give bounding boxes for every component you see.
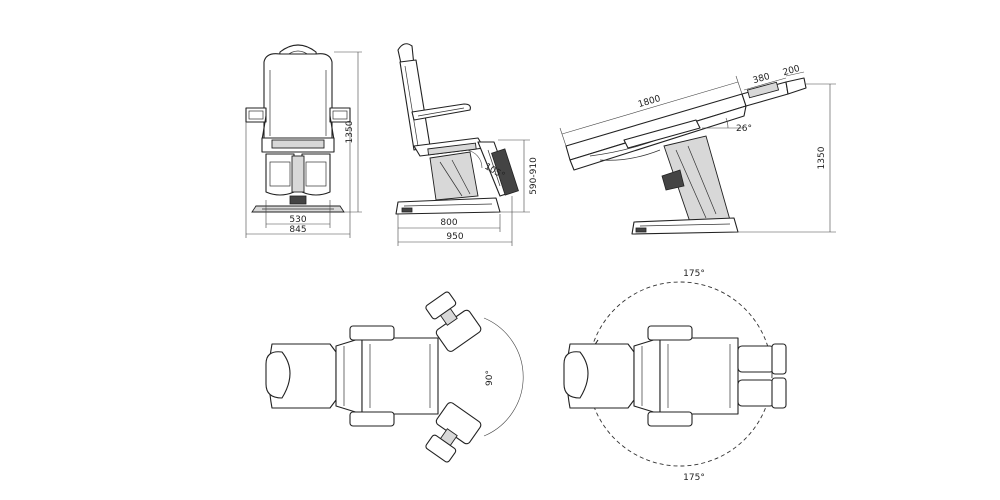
- flat-view: 26° 1800 380 200 1350: [559, 64, 836, 235]
- top-right-dim-rotation-top: 175°: [683, 269, 705, 279]
- front-dim-inner-width: 530: [289, 215, 306, 225]
- front-armrest-right: [329, 107, 351, 123]
- top-left-footrest-upper: [425, 291, 457, 320]
- front-dim-outer-width: 845: [289, 225, 306, 235]
- top-right-footrest-lower: [771, 377, 787, 409]
- top-left-seat: [361, 337, 439, 415]
- flat-dim-length: 1800: [637, 94, 662, 110]
- flat-dim-foot-section: 380: [752, 72, 772, 86]
- flat-dim-tilt-angle: 26°: [736, 124, 752, 134]
- side-backrest: [399, 59, 431, 151]
- top-view-right: 175° 175°: [563, 269, 787, 483]
- top-right-footrest-upper: [771, 343, 787, 375]
- top-left-armrest-top: [349, 325, 395, 341]
- side-dim-total-length: 950: [446, 232, 463, 242]
- top-right-legrest-lower: [737, 379, 775, 407]
- front-view: 1350 530 845: [245, 44, 362, 238]
- top-left-armrest-bottom: [349, 411, 395, 427]
- top-left-dim-leg-rotation: 90°: [485, 370, 495, 386]
- flat-dim-foot-extension: 200: [782, 64, 802, 78]
- front-armrest-left: [245, 107, 267, 123]
- flat-foot-extension: [785, 77, 807, 95]
- top-right-armrest-top: [647, 325, 693, 341]
- top-left-backrest: [335, 337, 363, 415]
- side-column: [429, 151, 479, 201]
- top-view-left: 90°: [265, 291, 524, 463]
- side-dim-base-length: 800: [440, 218, 457, 228]
- top-right-legrest-upper: [737, 345, 775, 373]
- top-right-backrest: [633, 337, 661, 415]
- side-view: 105° 590-910 800 950: [395, 43, 539, 246]
- top-right-armrest-bottom: [647, 411, 693, 427]
- top-right-dim-rotation-bottom: 175°: [683, 473, 705, 483]
- front-backrest: [263, 53, 333, 141]
- flat-dim-height: 1350: [817, 146, 827, 169]
- top-left-footrest-lower: [425, 434, 457, 463]
- top-right-seat: [659, 337, 739, 415]
- side-dim-seat-height: 590-910: [529, 157, 539, 195]
